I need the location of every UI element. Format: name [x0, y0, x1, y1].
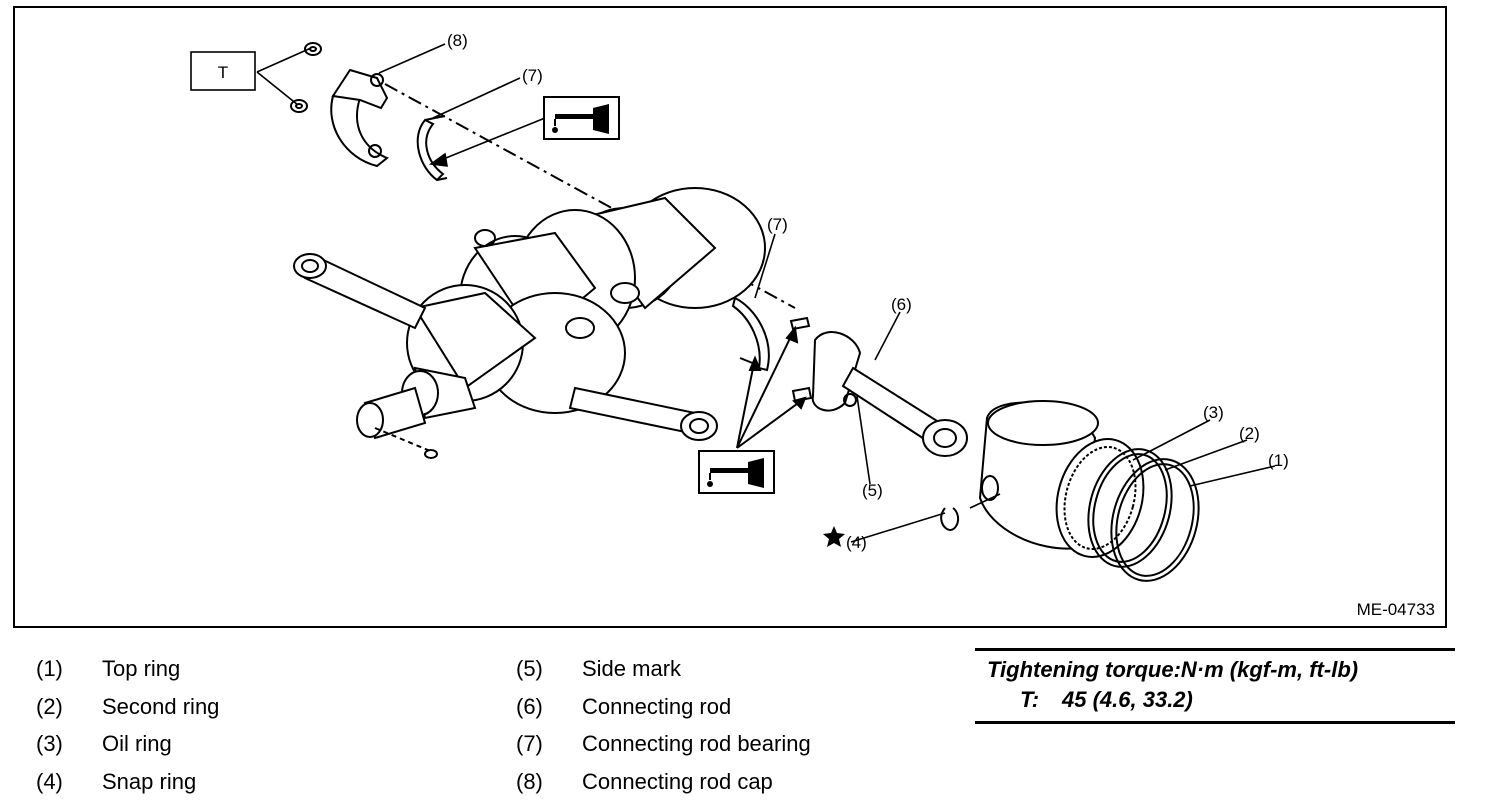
- legend-num: (5): [516, 653, 582, 685]
- oil-can-icon: [699, 451, 774, 493]
- callout-3: (3): [1203, 403, 1224, 422]
- legend-item: (4)Snap ring: [36, 766, 219, 803]
- legend-label: Connecting rod cap: [582, 769, 773, 794]
- callout-2: (2): [1239, 424, 1260, 443]
- legend-num: (4): [36, 766, 102, 798]
- connecting-rod: [813, 332, 967, 456]
- legend-left: (1)Top ring (2)Second ring (3)Oil ring (…: [36, 653, 219, 803]
- torque-title: Tightening torque:N·m (kgf-m, ft-lb): [975, 651, 1455, 687]
- legend-item: (1)Top ring: [36, 653, 219, 691]
- exploded-diagram: T (8) (7) (7) (6) (5) (4) (3) (2) (1) ME…: [13, 6, 1447, 628]
- connecting-rod-assembled-right: [570, 388, 717, 440]
- torque-value-row: T:45 (4.6, 33.2): [975, 687, 1455, 721]
- figure-id: ME-04733: [1357, 600, 1435, 620]
- legend-label: Connecting rod: [582, 694, 731, 719]
- connecting-rod-assembled-left: [294, 254, 425, 328]
- legend-item: (7)Connecting rod bearing: [516, 728, 811, 766]
- connecting-rod-cap: [331, 70, 387, 166]
- legend-label: Second ring: [102, 694, 219, 719]
- callout-4: (4): [846, 533, 867, 552]
- callout-7-upper: (7): [522, 66, 543, 85]
- oil-can-icon: [544, 97, 619, 139]
- star-icon: [823, 526, 845, 547]
- rule-bottom: [975, 721, 1455, 724]
- legend-num: (2): [36, 691, 102, 723]
- callout-8: (8): [447, 31, 468, 50]
- legend-num: (3): [36, 728, 102, 760]
- torque-spec-panel: Tightening torque:N·m (kgf-m, ft-lb) T:4…: [975, 648, 1455, 724]
- connecting-rod-bearing-upper: [418, 116, 447, 180]
- legend-label: Snap ring: [102, 769, 196, 794]
- callout-6: (6): [891, 295, 912, 314]
- legend-label: Oil ring: [102, 731, 172, 756]
- legend-label: Top ring: [102, 656, 180, 681]
- legend-item: (2)Second ring: [36, 691, 219, 729]
- callout-torque-t: T: [218, 63, 228, 82]
- legend-num: (6): [516, 691, 582, 723]
- callout-5: (5): [862, 481, 883, 500]
- legend-num: (7): [516, 728, 582, 760]
- legend-num: (1): [36, 653, 102, 685]
- connecting-rod-bearing-lower: [733, 298, 769, 370]
- legend-middle: (5)Side mark (6)Connecting rod (7)Connec…: [516, 653, 811, 803]
- legend-num: (8): [516, 766, 582, 798]
- torque-value: 45 (4.6, 33.2): [1062, 687, 1193, 712]
- legend-item: (6)Connecting rod: [516, 691, 811, 729]
- diagram-drawing: T (8) (7) (7) (6) (5) (4) (3) (2) (1): [15, 8, 1445, 626]
- legend-label: Side mark: [582, 656, 681, 681]
- legend-label: Connecting rod bearing: [582, 731, 811, 756]
- rod-bolt-icon: [791, 318, 809, 329]
- snap-ring: [941, 508, 958, 530]
- torque-key: T:: [1020, 687, 1062, 713]
- legend-item: (3)Oil ring: [36, 728, 219, 766]
- legend-item: (8)Connecting rod cap: [516, 766, 811, 803]
- callout-1: (1): [1268, 451, 1289, 470]
- callout-7-lower: (7): [767, 215, 788, 234]
- legend-item: (5)Side mark: [516, 653, 811, 691]
